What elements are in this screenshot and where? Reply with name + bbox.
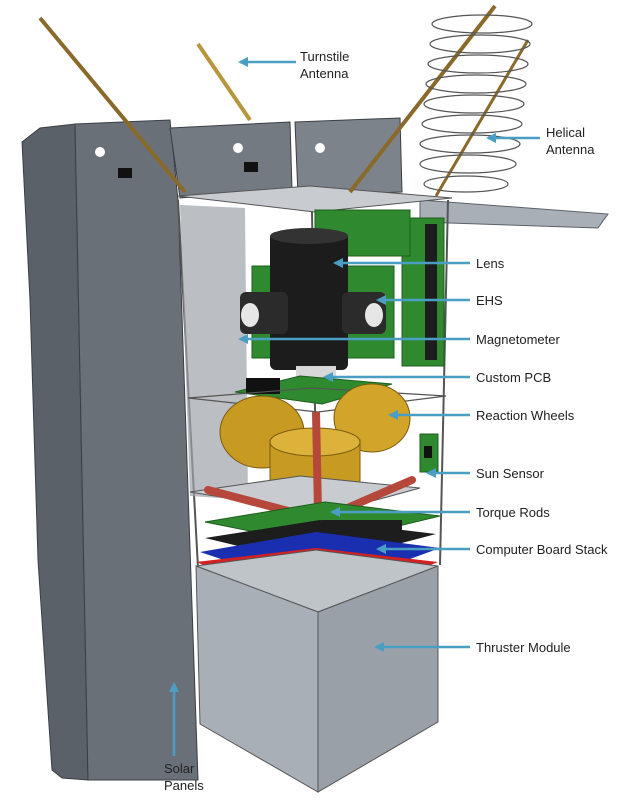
label-custom-pcb: Custom PCB	[476, 370, 552, 385]
turnstile-antenna-rod	[196, 42, 252, 122]
label-lens: Lens	[476, 256, 505, 271]
label-sun-sensor: Sun Sensor	[476, 466, 544, 481]
thruster-module-right	[317, 565, 439, 793]
label-torque-rods: Torque Rods	[476, 505, 550, 520]
label-solar-panels: Solar Panels	[164, 761, 204, 793]
panel-hinge	[244, 162, 258, 172]
solar-panel-rear	[169, 121, 293, 199]
pcb-chip	[246, 378, 280, 394]
callout-arrows	[169, 57, 540, 756]
lens-barrel	[270, 232, 348, 370]
label-reaction-wheels: Reaction Wheels	[476, 408, 575, 423]
solar-panel-deployed	[419, 199, 609, 229]
panel-hole	[315, 143, 325, 153]
label-thruster-module: Thruster Module	[476, 640, 571, 655]
frame-rail	[439, 199, 449, 566]
solar-panel-left	[21, 123, 89, 781]
solar-panel-front	[74, 119, 199, 781]
sun-sensor-chip	[424, 446, 432, 458]
turnstile-antenna-rod	[38, 16, 187, 194]
ehs-lens-left	[241, 303, 259, 327]
solar-panel-rear-right	[294, 117, 403, 197]
helical-antenna-coil	[419, 14, 533, 193]
turnstile-antenna-rod	[348, 4, 497, 194]
ehs-lens-right	[365, 303, 383, 327]
top-plate	[177, 185, 453, 213]
label-magnetometer: Magnetometer	[476, 332, 560, 347]
panel-hinge	[118, 168, 132, 178]
panel-hole	[233, 143, 243, 153]
label-turnstile-antenna: Turnstile Antenna	[300, 49, 350, 81]
torque-rod-vertical	[312, 411, 322, 513]
label-ehs: EHS	[476, 293, 503, 308]
label-helical-antenna: Helical Antenna	[546, 125, 595, 157]
connector	[425, 224, 437, 360]
torque-rod	[204, 486, 296, 516]
label-computer-board-stack: Computer Board Stack	[476, 542, 608, 557]
helical-antenna-mast	[434, 39, 530, 197]
lens-top	[270, 228, 348, 244]
panel-hole	[95, 147, 105, 157]
